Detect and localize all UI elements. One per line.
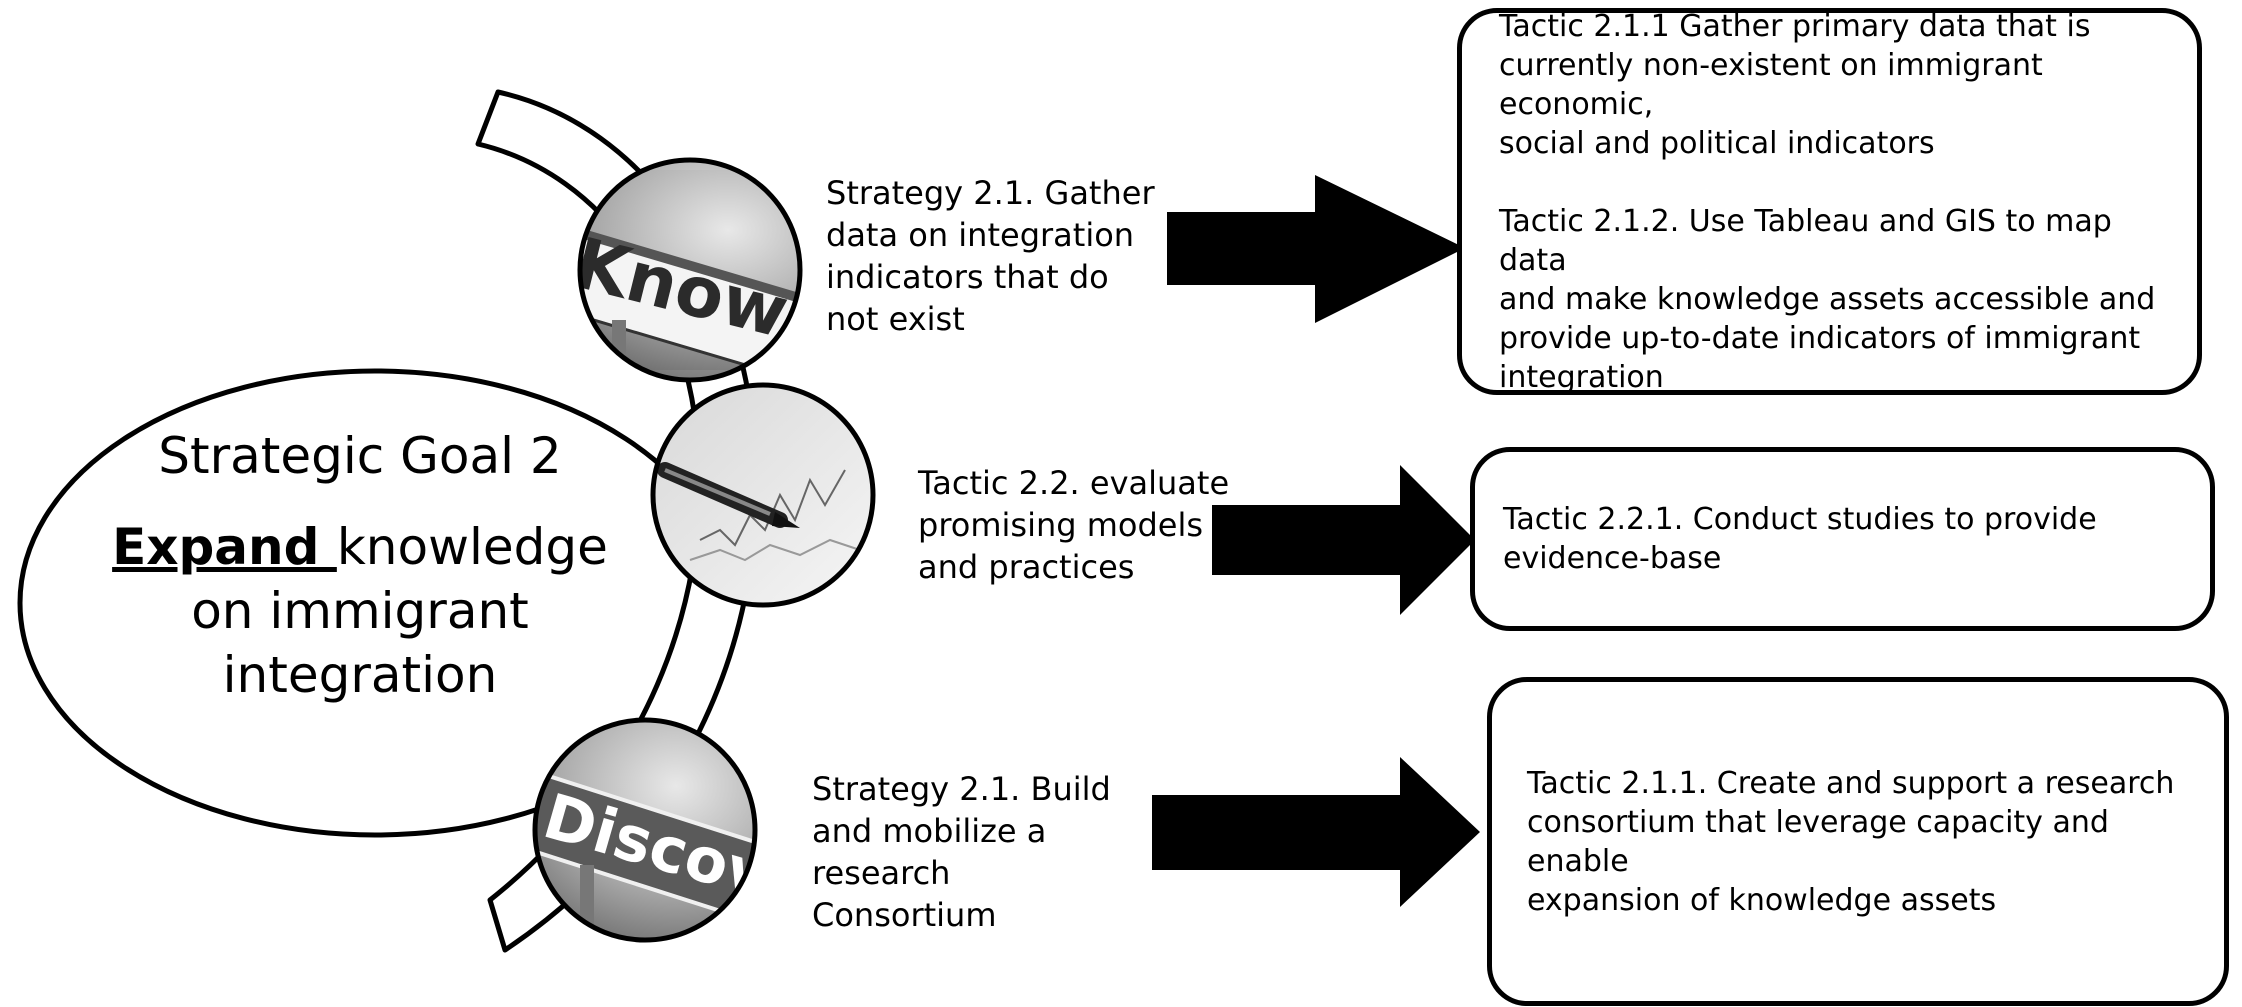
tactic-1-paragraph-2: Tactic 2.1.2. Use Tableau and GIS to map… xyxy=(1499,203,2156,395)
discovery-photo-icon: Discover xyxy=(532,717,758,943)
goal-description: Expand knowledge on immigrant integratio… xyxy=(90,515,630,707)
strategy-label-1: Strategy 2.1. Gather data on integration… xyxy=(826,174,1155,338)
goal-line-1: knowledge xyxy=(336,518,608,576)
tactic-box-3: Tactic 2.1.1. Create and support a resea… xyxy=(1487,677,2229,1006)
strategy-label-3: Strategy 2.1. Build and mobilize a resea… xyxy=(812,770,1111,934)
tactic-1-paragraph-1: Tactic 2.1.1 Gather primary data that is… xyxy=(1499,8,2091,161)
goal-line-3: integration xyxy=(222,646,498,704)
tactic-box-1: Tactic 2.1.1 Gather primary data that is… xyxy=(1457,8,2202,395)
strategy-label-2: Tactic 2.2. evaluate promising models an… xyxy=(918,464,1230,586)
tactic-box-2: Tactic 2.2.1. Conduct studies to provide… xyxy=(1470,447,2215,631)
arrow-3 xyxy=(1152,757,1480,907)
tactic-3-paragraph-1: Tactic 2.1.1. Create and support a resea… xyxy=(1527,765,2175,918)
arrow-1 xyxy=(1167,175,1465,323)
goal-keyword: Expand xyxy=(112,518,337,576)
pen-chart-photo-icon xyxy=(650,382,876,608)
arrow-2 xyxy=(1212,465,1475,615)
tactic-2-paragraph-1: Tactic 2.2.1. Conduct studies to provide… xyxy=(1503,502,2097,576)
knowledge-photo-icon: Knowled xyxy=(577,157,803,383)
goal-title: Strategic Goal 2 xyxy=(158,427,562,485)
goal-line-2: on immigrant xyxy=(191,582,529,640)
